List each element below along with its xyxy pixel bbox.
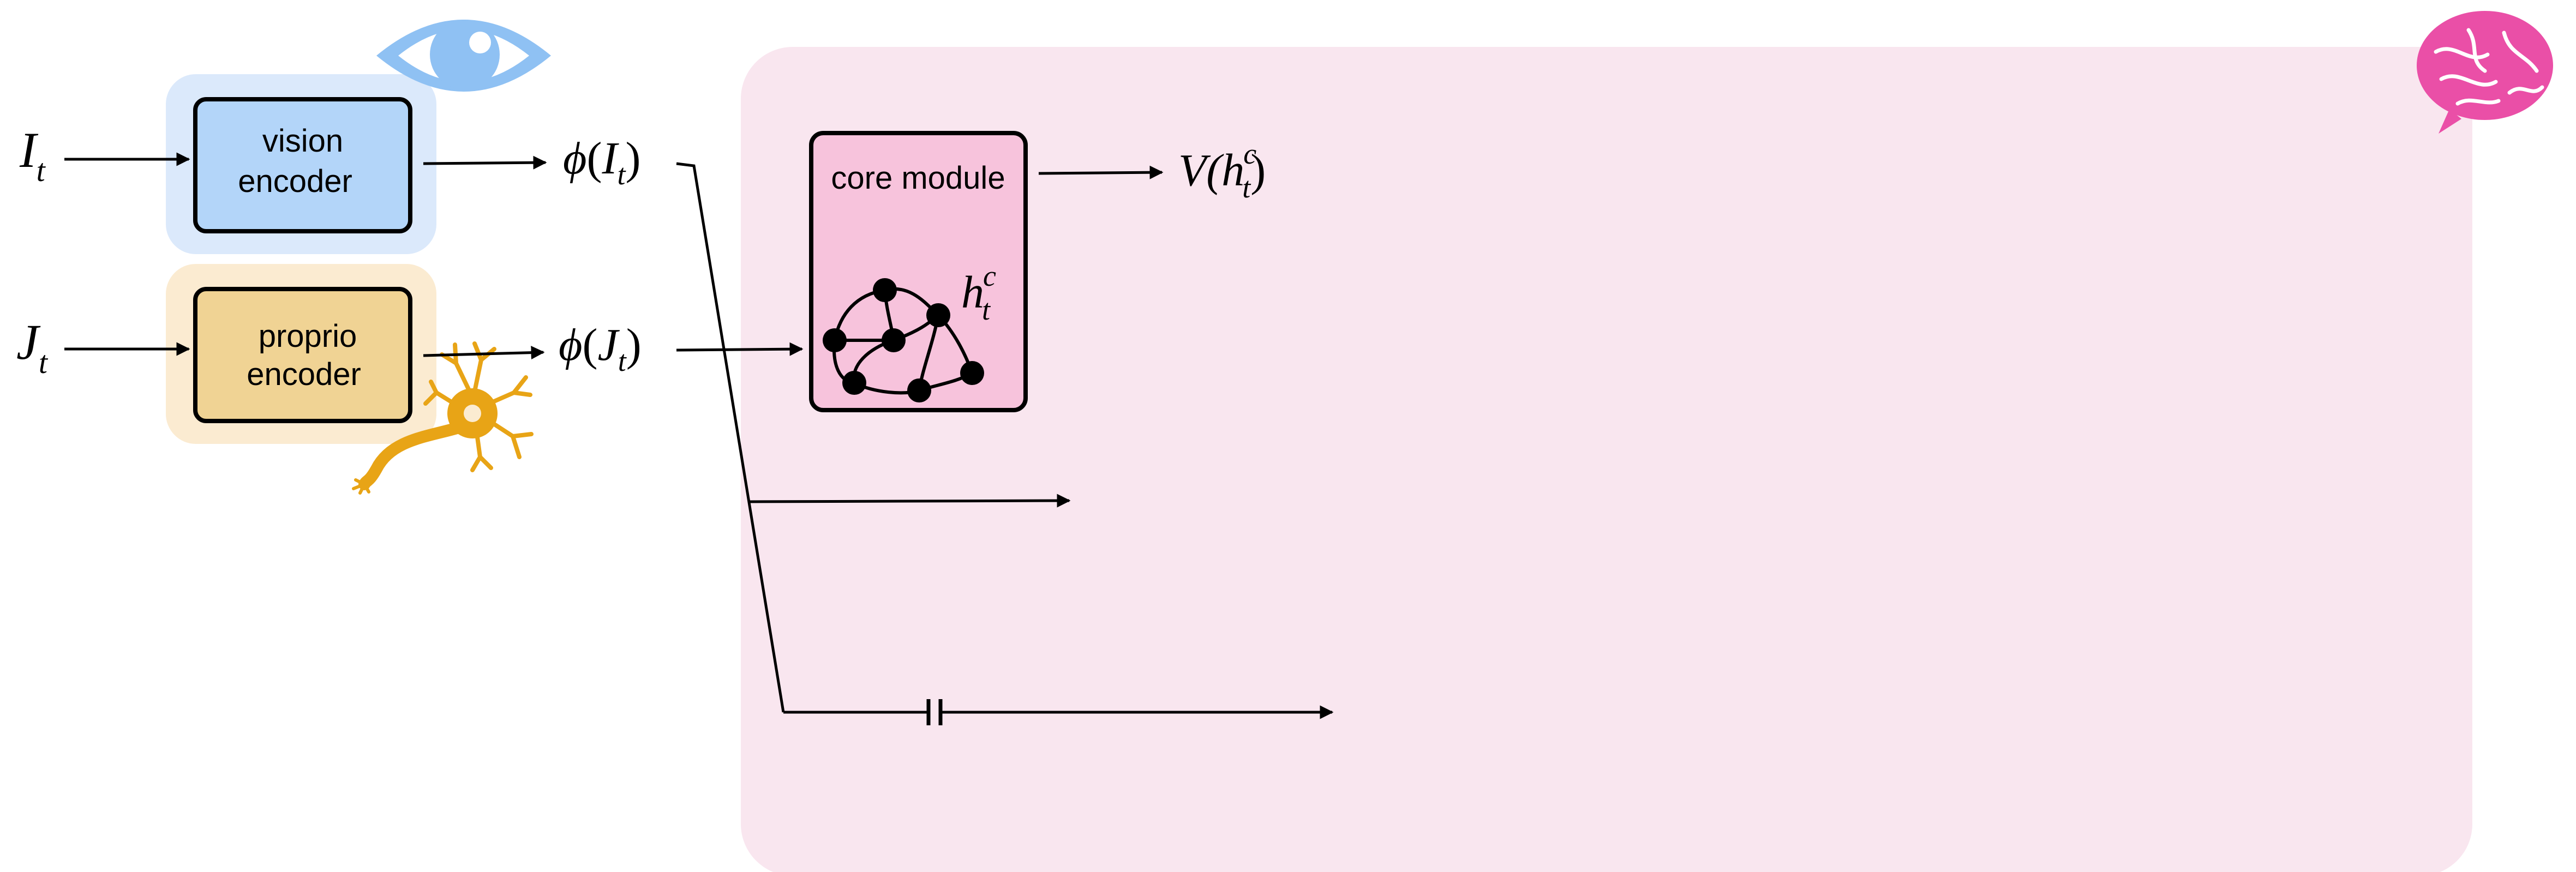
- svg-text:proprio: proprio: [259, 318, 357, 354]
- svg-text:ϕ(Jt): ϕ(Jt): [559, 320, 642, 377]
- arrow-proprio-feature-to-core: [676, 342, 804, 356]
- value-suffix: ): [1250, 145, 1266, 196]
- stop-gradient-symbol: [926, 699, 943, 725]
- value-prefix: V(: [1178, 145, 1224, 196]
- svg-text:core module: core module: [831, 160, 1005, 196]
- vision-feature-open: (: [586, 133, 602, 184]
- svg-text:V(hct): V(hct): [1178, 137, 1266, 204]
- value-state-superscript: c: [1243, 137, 1256, 170]
- arrow-branch-middle: [748, 494, 1071, 508]
- eye-icon: [376, 20, 551, 92]
- svg-text:Jt: Jt: [16, 314, 49, 380]
- input-joints-symbol: J: [16, 314, 41, 370]
- svg-text:ϕ(It): ϕ(It): [563, 133, 640, 191]
- vision-encoder-label-line2: encoder: [238, 164, 352, 199]
- recurrent-network-graph: [823, 278, 984, 402]
- vision-encoder-box: [193, 97, 412, 233]
- proprio-feature-arg: J: [597, 320, 620, 370]
- vision-encoder-label-line1: vision: [262, 123, 343, 159]
- proprio-encoder-box: [193, 287, 412, 423]
- value-state-symbol: h: [1221, 145, 1244, 196]
- core-state-symbol: h: [961, 267, 984, 318]
- proprio-encoder-label-line1: proprio: [259, 318, 357, 354]
- proprio-feature-sub: t: [618, 345, 627, 377]
- value-state-subscript: t: [1242, 171, 1251, 204]
- core-panel: [741, 47, 2472, 872]
- proprio-encoder-label-line2: encoder: [247, 357, 361, 392]
- vision-feature-sub: t: [617, 158, 626, 191]
- arrow-proprio-to-feature: [423, 346, 545, 360]
- neuron-icon: [352, 341, 534, 495]
- core-module-label: core module: [831, 160, 1005, 196]
- vision-feature-close: ): [625, 133, 640, 184]
- input-joints-subscript: t: [39, 345, 49, 380]
- proprio-feature-open: (: [582, 320, 597, 370]
- vision-feature-arg: I: [601, 133, 619, 184]
- proprio-feature-func: ϕ: [559, 320, 582, 370]
- brain-icon: [2417, 11, 2553, 134]
- svg-text:hct: hct: [961, 260, 996, 326]
- svg-text:encoder: encoder: [238, 164, 352, 199]
- connector-vision-feature-down: [676, 162, 785, 713]
- core-state-superscript: c: [983, 260, 996, 292]
- svg-text:It: It: [19, 122, 46, 188]
- arrow-vision-to-feature: [423, 155, 547, 170]
- svg-text:encoder: encoder: [247, 357, 361, 392]
- vision-feature-func: ϕ: [563, 133, 586, 184]
- proprio-feature-close: ): [626, 320, 642, 370]
- input-image-symbol: I: [19, 122, 39, 178]
- core-state-subscript: t: [982, 293, 991, 326]
- input-image-subscript: t: [37, 153, 46, 188]
- svg-text:vision: vision: [262, 123, 343, 159]
- arrow-core-to-value: [1038, 165, 1164, 179]
